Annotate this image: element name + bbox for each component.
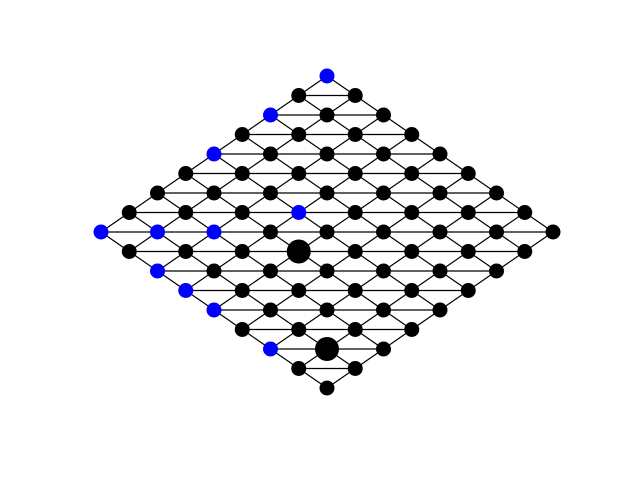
black-stone-0-8[interactable]	[545, 224, 561, 240]
black-stone-3-4[interactable]	[347, 244, 363, 259]
blue-stone-2-0[interactable]	[263, 341, 278, 357]
black-stone-2-5[interactable]	[404, 244, 420, 259]
black-stone-2-8[interactable]	[489, 185, 504, 201]
black-stone-4-1[interactable]	[234, 283, 250, 298]
black-stone-3-6[interactable]	[404, 205, 420, 220]
black-stone-1-6[interactable]	[460, 244, 476, 259]
black-stone-3-7[interactable]	[432, 185, 448, 201]
black-stone-6-4[interactable]	[263, 185, 278, 201]
black-stone-3-8[interactable]	[460, 166, 476, 181]
black-stone-5-7[interactable]	[376, 146, 391, 162]
black-stone-highlighted-4-3[interactable]	[286, 239, 311, 264]
black-stone-7-7[interactable]	[319, 107, 335, 123]
black-stone-2-1[interactable]	[291, 322, 307, 337]
black-stone-8-2[interactable]	[150, 185, 165, 201]
black-stone-0-6[interactable]	[489, 263, 504, 279]
blue-stone-6-2[interactable]	[206, 224, 222, 240]
black-stone-7-4[interactable]	[234, 166, 250, 181]
black-stone-7-5[interactable]	[263, 146, 278, 162]
black-stone-0-1[interactable]	[347, 361, 363, 376]
blue-stone-8-4[interactable]	[206, 146, 222, 162]
black-stone-4-6[interactable]	[376, 185, 391, 201]
black-stone-8-1[interactable]	[121, 205, 137, 220]
black-stone-8-5[interactable]	[234, 127, 250, 142]
blue-stone-8-8[interactable]	[319, 68, 335, 84]
black-stone-7-3[interactable]	[206, 185, 222, 201]
black-stone-7-2[interactable]	[178, 205, 194, 220]
black-stone-highlighted-1-1[interactable]	[315, 337, 339, 361]
black-stone-6-5[interactable]	[291, 166, 307, 181]
black-stone-8-3[interactable]	[178, 166, 194, 181]
black-stone-5-1[interactable]	[206, 263, 222, 279]
black-stone-6-6[interactable]	[319, 146, 335, 162]
black-stone-8-7[interactable]	[291, 88, 307, 103]
black-stone-7-8[interactable]	[347, 88, 363, 103]
black-stone-4-5[interactable]	[347, 205, 363, 220]
black-stone-4-8[interactable]	[432, 146, 448, 162]
black-stone-1-0[interactable]	[291, 361, 307, 376]
black-stone-2-4[interactable]	[376, 263, 391, 279]
blue-stone-6-0[interactable]	[150, 263, 165, 279]
black-stone-6-7[interactable]	[347, 127, 363, 142]
black-stone-6-1[interactable]	[178, 244, 194, 259]
black-stone-5-3[interactable]	[263, 224, 278, 240]
black-stone-0-7[interactable]	[517, 244, 533, 259]
blue-stone-7-1[interactable]	[150, 224, 165, 240]
black-stone-5-5[interactable]	[319, 185, 335, 201]
black-stone-6-8[interactable]	[376, 107, 391, 123]
black-stone-2-3[interactable]	[347, 283, 363, 298]
black-stone-3-0[interactable]	[234, 322, 250, 337]
black-stone-3-1[interactable]	[263, 302, 278, 318]
black-stone-1-5[interactable]	[432, 263, 448, 279]
blue-stone-5-4[interactable]	[291, 205, 307, 220]
blue-stone-5-0[interactable]	[178, 283, 194, 298]
black-stone-0-5[interactable]	[460, 283, 476, 298]
black-stone-7-0[interactable]	[121, 244, 137, 259]
black-stone-7-6[interactable]	[291, 127, 307, 142]
black-stone-0-3[interactable]	[404, 322, 420, 337]
blue-stone-8-0[interactable]	[93, 224, 109, 240]
black-stone-1-4[interactable]	[404, 283, 420, 298]
black-stone-2-6[interactable]	[432, 224, 448, 240]
black-stone-2-2[interactable]	[319, 302, 335, 318]
black-stone-5-8[interactable]	[404, 127, 420, 142]
black-stone-0-4[interactable]	[432, 302, 448, 318]
black-stone-5-2[interactable]	[234, 244, 250, 259]
black-stone-1-3[interactable]	[376, 302, 391, 318]
blue-stone-4-0[interactable]	[206, 302, 222, 318]
black-stone-1-7[interactable]	[489, 224, 504, 240]
black-stone-4-7[interactable]	[404, 166, 420, 181]
board-nodes	[93, 68, 561, 396]
black-stone-4-2[interactable]	[263, 263, 278, 279]
black-stone-0-2[interactable]	[376, 341, 391, 357]
black-stone-1-8[interactable]	[517, 205, 533, 220]
black-stone-3-3[interactable]	[319, 263, 335, 279]
blue-stone-8-6[interactable]	[263, 107, 278, 123]
black-stone-6-3[interactable]	[234, 205, 250, 220]
black-stone-4-4[interactable]	[319, 224, 335, 240]
black-stone-3-5[interactable]	[376, 224, 391, 240]
black-stone-0-0[interactable]	[319, 380, 335, 396]
black-stone-5-6[interactable]	[347, 166, 363, 181]
black-stone-2-7[interactable]	[460, 205, 476, 220]
black-stone-1-2[interactable]	[347, 322, 363, 337]
black-stone-3-2[interactable]	[291, 283, 307, 298]
